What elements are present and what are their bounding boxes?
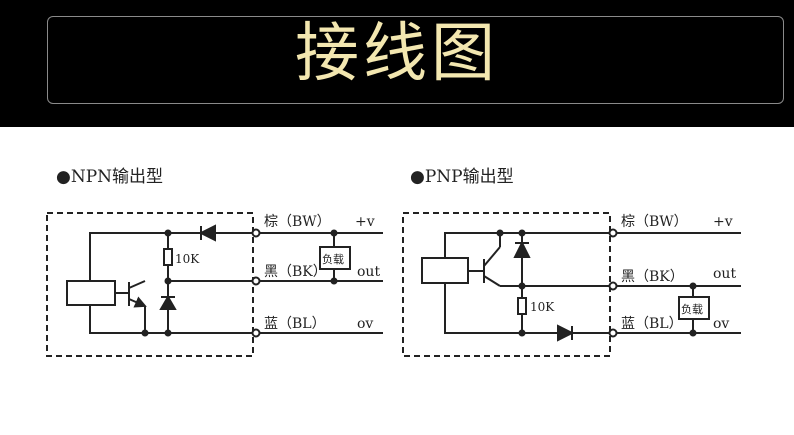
npn-transistor-emitter [128, 296, 147, 308]
pnp-terminal-bk [608, 281, 618, 291]
npn-sensor-circuit-box [66, 280, 116, 306]
npn-transistor-collector [128, 280, 146, 289]
npn-resistor-label: 10K [175, 252, 200, 266]
pnp-sensor-boundary [402, 212, 611, 357]
npn-load-label: 负载 [322, 252, 344, 266]
npn-signal-label-v: +v [355, 214, 375, 230]
wiring-diagrams: ●NPN输出型 10K [46, 167, 741, 357]
npn-signal-label-ov: ov [357, 316, 373, 332]
npn-title: ●NPN输出型 [56, 167, 163, 187]
pnp-wire-label-bl: 蓝（BL） [621, 316, 683, 332]
pnp-zener-diode [513, 240, 531, 258]
npn-wire-label-bk: 黑（BK） [264, 264, 327, 280]
header-frame [47, 16, 784, 104]
page-title: 接线图 [295, 17, 499, 91]
pnp-terminal-bw [608, 228, 618, 238]
pnp-sensor-circuit-box [421, 257, 469, 284]
npn-sensor-boundary [46, 212, 254, 357]
npn-bottom-rail [89, 302, 253, 334]
pnp-bottom-rail [444, 283, 610, 334]
npn-terminal-bw [251, 228, 261, 238]
pnp-resistor [517, 297, 527, 315]
pnp-top-rail [444, 232, 610, 258]
pnp-wire-label-bw: 棕（BW） [621, 214, 688, 230]
pnp-diagram: ●PNP输出型 10K [402, 167, 741, 357]
npn-wire-label-bw: 棕（BW） [264, 214, 331, 230]
pnp-terminal-bl [608, 328, 618, 338]
pnp-wire-label-bk: 黑（BK） [621, 269, 684, 285]
pnp-load-label: 负载 [681, 302, 703, 316]
pnp-transistor-collector [483, 275, 501, 287]
pnp-protection-diode [557, 324, 575, 342]
npn-resistor [163, 248, 173, 266]
pnp-resistor-label: 10K [530, 300, 555, 314]
npn-terminal-bl [251, 328, 261, 338]
npn-diagram: ●NPN输出型 10K [46, 167, 383, 357]
npn-protection-diode [198, 224, 216, 242]
pnp-transistor-emitter [483, 246, 501, 267]
header-banner: 接线图 [0, 0, 794, 127]
pnp-signal-label-v: +v [713, 214, 733, 230]
pnp-signal-label-ov: ov [713, 316, 729, 332]
pnp-title: ●PNP输出型 [410, 167, 514, 187]
pnp-signal-label-out: out [713, 266, 736, 282]
npn-terminal-bk [251, 276, 261, 286]
npn-signal-label-out: out [357, 264, 380, 280]
npn-zener-diode [159, 295, 177, 310]
npn-wire-label-bl: 蓝（BL） [264, 316, 326, 332]
npn-top-rail [89, 232, 253, 281]
